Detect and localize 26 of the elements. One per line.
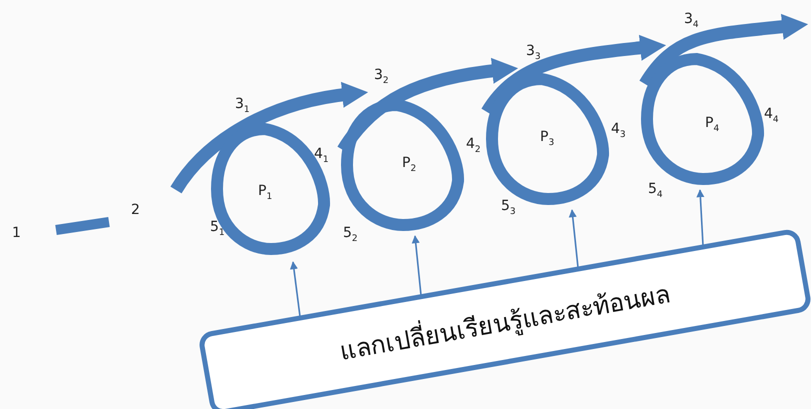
arrow xyxy=(412,235,422,296)
point-label: 5$_{1}$ xyxy=(210,220,225,238)
point-label: 3$_{2}$ xyxy=(374,68,389,86)
point-label: 3$_{3}$ xyxy=(526,44,541,62)
point-label: 4$_{3}$ xyxy=(611,122,626,140)
point-label: 4$_{2}$ xyxy=(466,137,481,155)
loop-label: P$_{4}$ xyxy=(705,116,720,134)
point-label: 4$_{1}$ xyxy=(314,147,329,165)
point-label: 3$_{1}$ xyxy=(235,97,250,115)
point-label: 4$_{4}$ xyxy=(764,107,779,125)
point-label: 5$_{3}$ xyxy=(501,199,516,217)
arrow xyxy=(290,261,301,317)
arrow xyxy=(568,209,579,268)
loop-label: P$_{2}$ xyxy=(402,156,416,174)
loop-label: P$_{1}$ xyxy=(258,184,272,202)
loop-label: P$_{3}$ xyxy=(540,130,554,148)
curved-arrow xyxy=(482,34,666,116)
loop xyxy=(210,122,332,256)
point-label: 5$_{2}$ xyxy=(343,226,358,244)
point-label: 5$_{4}$ xyxy=(648,182,663,200)
curved-arrow xyxy=(640,14,808,88)
arrow xyxy=(696,189,704,246)
point-label: 1 xyxy=(12,226,21,240)
curved-arrow xyxy=(170,82,368,194)
point-label: 3$_{4}$ xyxy=(684,12,699,30)
point-label: 2 xyxy=(131,203,140,217)
